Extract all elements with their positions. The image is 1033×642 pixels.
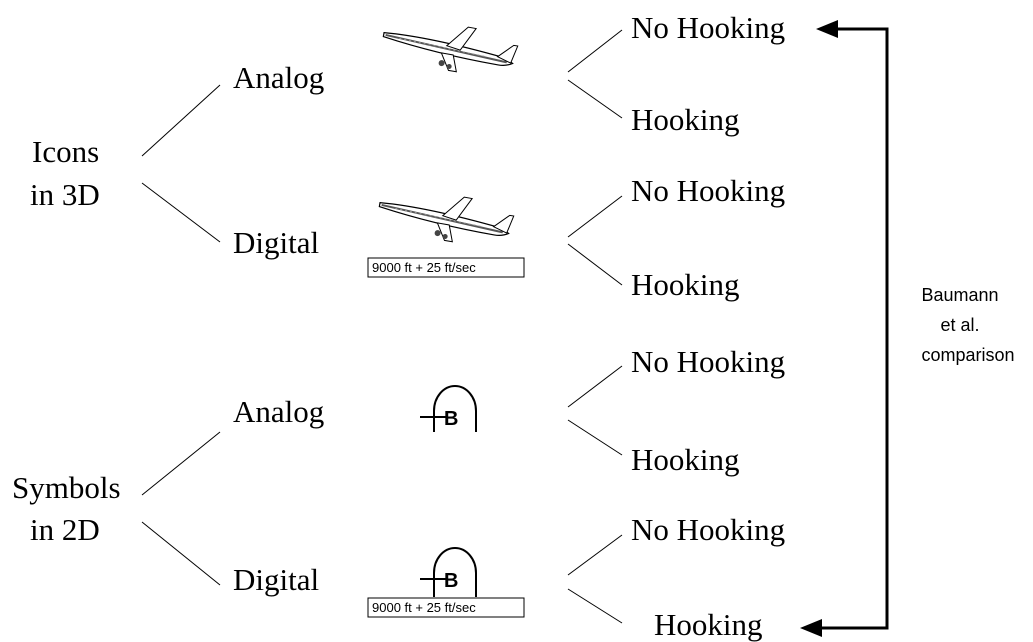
symbols-analog-label: Analog xyxy=(233,394,324,429)
branch-line-symbols-analog xyxy=(141,431,221,496)
icons-label-line2: in 3D xyxy=(30,177,100,212)
aircraft-symbol-icon: B xyxy=(420,547,477,597)
comparison-note-line1: Baumann xyxy=(921,285,998,305)
outcome-no-hooking: No Hooking xyxy=(631,173,785,208)
branch-line-outcome xyxy=(567,29,623,73)
aircraft-icon xyxy=(382,26,519,73)
icons-digital-label: Digital xyxy=(233,225,319,260)
outcome-hooking: Hooking xyxy=(654,607,763,642)
aircraft-symbol-icon: B xyxy=(420,385,477,432)
outcome-hooking: Hooking xyxy=(631,442,740,477)
digital-readout-box: 9000 ft + 25 ft/sec xyxy=(367,257,525,278)
aircraft-icon xyxy=(378,196,515,243)
branch-line-outcome xyxy=(567,79,623,119)
branch-line-symbols-digital xyxy=(141,521,221,586)
outcome-hooking: Hooking xyxy=(631,267,740,302)
outcome-no-hooking: No Hooking xyxy=(631,512,785,547)
branch-line-outcome xyxy=(567,419,623,456)
comparison-note-line2: et al. xyxy=(940,315,979,335)
digital-readout-text: 9000 ft + 25 ft/sec xyxy=(372,260,476,275)
branch-line-icons-digital xyxy=(141,182,221,243)
branch-line-outcome xyxy=(567,195,623,238)
symbols-digital-label: Digital xyxy=(233,562,319,597)
symbol-letter: B xyxy=(444,570,458,592)
comparison-note-line3: comparison xyxy=(921,345,1014,365)
bracket-arrow-icon xyxy=(800,20,889,637)
outcome-no-hooking: No Hooking xyxy=(631,10,785,45)
digital-readout-box: 9000 ft + 25 ft/sec xyxy=(367,597,525,618)
symbols-label-line2: in 2D xyxy=(30,512,100,547)
icons-label-line1: Icons xyxy=(32,134,99,169)
symbol-letter: B xyxy=(444,408,458,430)
icons-analog-label: Analog xyxy=(233,60,324,95)
branch-line-outcome xyxy=(567,243,623,286)
outcome-hooking: Hooking xyxy=(631,102,740,137)
branch-line-outcome xyxy=(567,588,623,624)
digital-readout-text: 9000 ft + 25 ft/sec xyxy=(372,600,476,615)
symbols-label-line1: Symbols xyxy=(12,470,121,505)
outcome-no-hooking: No Hooking xyxy=(631,344,785,379)
branch-line-outcome xyxy=(567,534,623,576)
branch-line-outcome xyxy=(567,365,623,408)
branch-line-icons-analog xyxy=(141,84,221,157)
